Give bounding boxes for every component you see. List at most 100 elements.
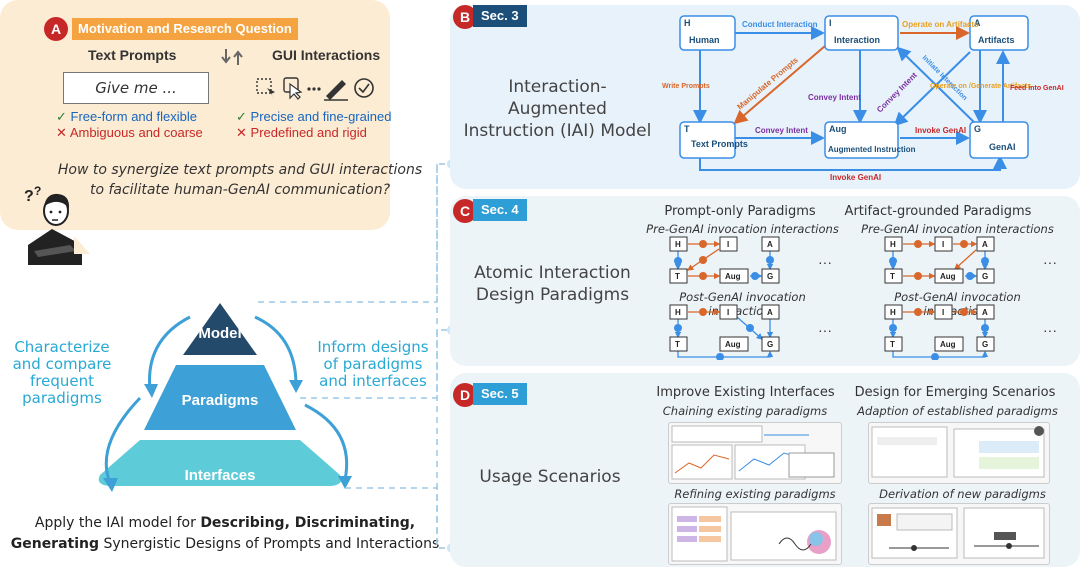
ellipsis-4: ··· xyxy=(1043,322,1057,338)
svg-text:Aug: Aug xyxy=(725,340,741,349)
mini-a: A xyxy=(767,240,773,249)
pyramid-interfaces-label: Interfaces xyxy=(184,467,256,484)
panel-c-section: Sec. 4 xyxy=(473,199,527,221)
svg-text:?: ? xyxy=(34,185,41,198)
svg-text:T: T xyxy=(675,340,680,349)
pyramid-interfaces-tier xyxy=(98,440,342,486)
edge-invoke-2: Invoke GenAI xyxy=(830,173,881,182)
mini-i: I xyxy=(727,240,729,249)
edge-invoke-1: Invoke GenAI xyxy=(915,126,966,135)
svg-text:A: A xyxy=(982,308,988,317)
node-i-letter: I xyxy=(829,18,832,28)
caption-pre: Apply the IAI model for xyxy=(34,515,201,531)
ellipsis-2: ··· xyxy=(1043,254,1057,270)
panel-b-section: Sec. 3 xyxy=(473,5,527,27)
mini-g: G xyxy=(767,272,773,281)
panel-b-title: Interaction-Augmented Instruction (IAI) … xyxy=(463,77,652,141)
node-human: Human xyxy=(689,35,720,45)
right-note: Inform designs of paradigms and interfac… xyxy=(317,338,429,390)
svg-text:A: A xyxy=(982,240,988,249)
node-a-letter: A xyxy=(974,18,981,28)
speech-tail xyxy=(74,236,90,254)
svg-text:G: G xyxy=(767,340,773,349)
svg-text:H: H xyxy=(890,240,896,249)
gui-con: Predefined and rigid xyxy=(250,125,367,140)
svg-text:T: T xyxy=(890,272,895,281)
bottom-caption: Apply the IAI model for Describing, Disc… xyxy=(0,513,450,555)
svg-text:I: I xyxy=(727,308,729,317)
swap-arrows-icon xyxy=(220,46,246,68)
node-text: Text Prompts xyxy=(691,139,748,149)
check-circle-icon xyxy=(354,78,374,98)
svg-text:I: I xyxy=(942,240,944,249)
panel-d-section: Sec. 5 xyxy=(473,383,527,405)
svg-text:H: H xyxy=(675,308,681,317)
svg-text:G: G xyxy=(982,272,988,281)
chaining-screenshot-thumbnail xyxy=(668,422,842,484)
pyramid-diagram xyxy=(98,303,352,492)
edge-convey-1: Convey Intent xyxy=(808,93,861,102)
gui-icons-row xyxy=(254,74,379,102)
refining-screenshot-thumbnail xyxy=(668,503,842,565)
gui-pro: Precise and fine-grained xyxy=(250,109,392,124)
adaption-header: Adaption of established paradigms xyxy=(857,404,1058,418)
node-aug: Augmented Instruction xyxy=(828,145,916,154)
emerging-header: Design for Emerging Scenarios xyxy=(854,385,1056,400)
node-g-letter: G xyxy=(974,124,981,134)
edge-conduct: Conduct Interaction xyxy=(742,20,818,29)
improve-header: Improve Existing Interfaces xyxy=(656,385,835,400)
svg-text:A: A xyxy=(767,308,773,317)
svg-text:?: ? xyxy=(24,188,34,205)
pyramid-paradigms-label: Paradigms xyxy=(181,392,259,409)
panel-a-title: Motivation and Research Question xyxy=(72,18,298,40)
node-interaction: Interaction xyxy=(834,35,880,45)
thinking-person-icon: ? ? xyxy=(20,184,85,265)
derivation-header: Derivation of new paradigms xyxy=(879,487,1046,501)
research-question: How to synergize text prompts and GUI in… xyxy=(57,162,423,198)
caption-bold-1: Describing, Discriminating, xyxy=(200,515,416,531)
node-t-letter: T xyxy=(684,124,690,134)
pyramid-model-tier xyxy=(183,303,257,355)
adaption-screenshot-thumbnail xyxy=(868,422,1050,484)
mini-aug: Aug xyxy=(725,272,741,281)
prompt-input-example: Give me ... xyxy=(63,72,209,104)
svg-text:H: H xyxy=(890,308,896,317)
svg-text:Aug: Aug xyxy=(940,272,956,281)
ellipsis-1: ··· xyxy=(818,254,832,270)
node-h-letter: H xyxy=(684,18,691,28)
pre-right-header: Pre-GenAI invocation interactions xyxy=(861,222,1054,236)
mini-t: T xyxy=(675,272,680,281)
edge-operate: Operate on Artifacts xyxy=(902,20,979,29)
pen-icon xyxy=(324,80,348,101)
edge-feed: Feed into GenAI xyxy=(1010,85,1064,92)
svg-text:G: G xyxy=(982,340,988,349)
chaining-header: Chaining existing paradigms xyxy=(662,404,828,418)
text-pro: Free-form and flexible xyxy=(70,109,197,124)
node-aug-letter: Aug xyxy=(829,124,847,134)
pyramid-model-label: Model xyxy=(198,325,242,342)
svg-text:Aug: Aug xyxy=(940,340,956,349)
gui-pros-cons: ✓ Precise and fine-grained ✕ Predefined … xyxy=(236,109,392,140)
edge-convey-2: Convey Intent xyxy=(755,126,808,135)
panel-a-badge: A xyxy=(44,17,68,41)
caption-post: Synergistic Designs of Prompts and Inter… xyxy=(99,536,440,552)
node-artifacts: Artifacts xyxy=(978,35,1015,45)
text-pros-cons: ✓ Free-form and flexible ✕ Ambiguous and… xyxy=(56,109,203,140)
pre-left-header: Pre-GenAI invocation interactions xyxy=(646,222,839,236)
more-dots-icon xyxy=(307,87,321,91)
pyramid-paradigms-tier xyxy=(144,365,296,430)
mini-h: H xyxy=(675,240,681,249)
click-icon xyxy=(283,77,303,100)
iai-model-graph: H Human I Interaction A Artifacts T Text… xyxy=(662,15,1064,182)
node-genai: GenAI xyxy=(989,142,1016,152)
panel-d-title: Usage Scenarios xyxy=(479,467,621,487)
caption-bold-2: Generating xyxy=(10,536,100,552)
left-note: Characterize and compare frequent paradi… xyxy=(12,338,112,407)
text-con: Ambiguous and coarse xyxy=(69,125,203,140)
svg-text:T: T xyxy=(890,340,895,349)
svg-text:I: I xyxy=(942,308,944,317)
ellipsis-3: ··· xyxy=(818,322,832,338)
edge-manipulate: Manipulate Prompts xyxy=(736,55,801,111)
lasso-select-icon xyxy=(256,78,275,98)
